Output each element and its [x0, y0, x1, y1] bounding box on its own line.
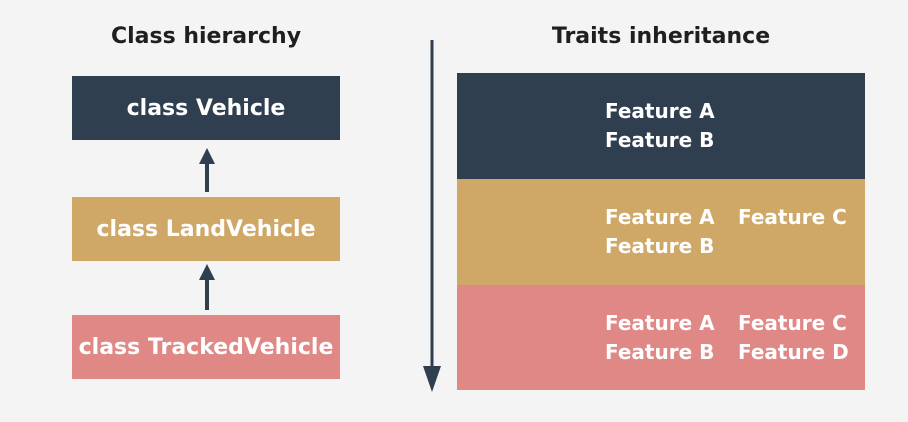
class-hierarchy-title: Class hierarchy: [110, 24, 302, 49]
feature-label: Feature B: [605, 340, 715, 364]
feature-label: Feature D: [738, 340, 849, 364]
feature-label: Feature A: [605, 311, 715, 335]
feature-label: Feature A: [605, 99, 715, 123]
class-vehicle-label: class Vehicle: [126, 95, 286, 121]
feature-label: Feature C: [738, 205, 847, 229]
down-arrow-icon: [423, 40, 441, 392]
feature-label: Feature B: [605, 128, 715, 152]
feature-label: Feature A: [605, 205, 715, 229]
class-vehicle-box: class Vehicle: [72, 76, 340, 140]
traits-band-trackedvehicle: Feature A Feature B Feature C Feature D: [457, 285, 865, 390]
class-trackedvehicle-label: class TrackedVehicle: [78, 334, 334, 360]
inherits-arrow-icon: [199, 148, 215, 192]
traits-inheritance-title: Traits inheritance: [551, 24, 771, 49]
class-landvehicle-box: class LandVehicle: [72, 197, 340, 261]
traits-band-landvehicle: Feature A Feature B Feature C: [457, 179, 865, 285]
class-trackedvehicle-box: class TrackedVehicle: [72, 315, 340, 379]
inherits-arrow-icon: [199, 264, 215, 310]
traits-band-vehicle: Feature A Feature B: [457, 73, 865, 179]
feature-label: Feature B: [605, 234, 715, 258]
class-landvehicle-label: class LandVehicle: [96, 216, 316, 242]
feature-label: Feature C: [738, 311, 847, 335]
